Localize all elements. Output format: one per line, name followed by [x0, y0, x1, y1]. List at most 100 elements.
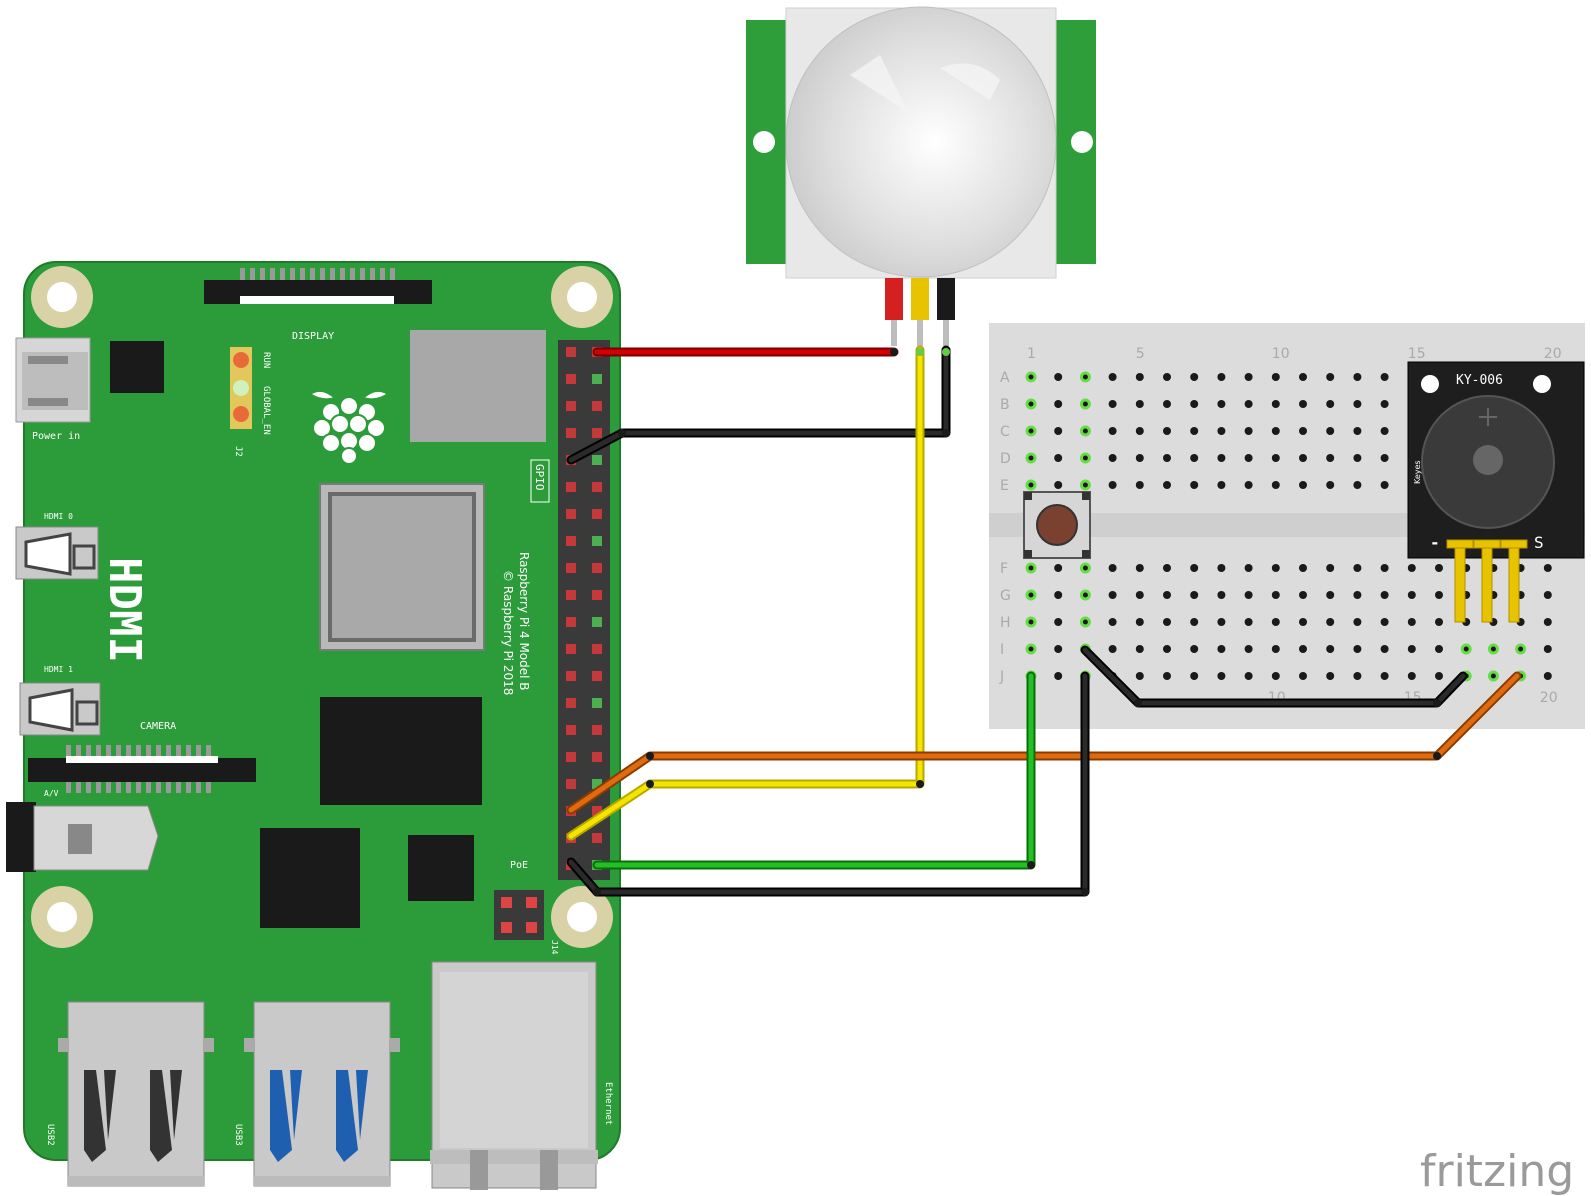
breadboard-row-label: D	[1000, 451, 1011, 467]
gpio-pin	[592, 374, 602, 384]
breadboard-row-label: I	[1000, 642, 1004, 658]
gpio-pin	[566, 401, 576, 411]
breadboard-hole	[1244, 400, 1253, 408]
gpio-pin	[566, 752, 576, 762]
breadboard-hole	[1217, 591, 1226, 599]
breadboard-hole	[1108, 373, 1117, 381]
breadboard-hole	[1271, 427, 1280, 435]
breadboard-hole	[1217, 400, 1226, 408]
gpio-pin	[592, 509, 602, 519]
j14-label: J14	[550, 940, 559, 955]
breadboard-hole	[1435, 618, 1443, 626]
breadboard-hole	[1271, 591, 1280, 599]
breadboard-hole	[1190, 373, 1199, 381]
breadboard-hole	[1163, 454, 1171, 462]
breadboard-hole	[1108, 481, 1117, 489]
breadboard-hole	[1025, 479, 1037, 491]
breadboard-hole	[1380, 481, 1389, 489]
breadboard-row-label: J	[999, 669, 1004, 685]
gpio-pin	[566, 509, 576, 519]
hdmi-0-label: HDMI 0	[44, 512, 73, 521]
gpio-pin	[592, 833, 602, 843]
breadboard-row-label: F	[1000, 561, 1008, 577]
breadboard-hole	[1271, 645, 1280, 653]
breadboard-hole	[1108, 427, 1117, 435]
breadboard-hole	[1217, 564, 1226, 572]
breadboard-hole	[1299, 645, 1307, 653]
breadboard-hole	[1353, 672, 1362, 680]
breadboard-hole	[1135, 645, 1144, 653]
breadboard-hole	[1380, 591, 1389, 599]
gpio-pin	[566, 698, 576, 708]
breadboard-hole	[1515, 643, 1527, 655]
breadboard-hole	[1299, 454, 1307, 462]
breadboard-hole	[1135, 481, 1144, 489]
breadboard-hole	[1190, 618, 1199, 626]
breadboard-hole	[1380, 618, 1389, 626]
breadboard-hole	[1353, 454, 1362, 462]
breadboard-hole	[1353, 618, 1362, 626]
breadboard-hole	[1054, 618, 1063, 626]
gpio-pin	[592, 671, 602, 681]
breadboard-hole	[1108, 645, 1117, 653]
breadboard-hole	[1353, 481, 1362, 489]
push-button[interactable]	[1023, 491, 1091, 559]
breadboard-hole	[1217, 454, 1226, 462]
breadboard-hole	[1487, 643, 1499, 655]
breadboard-hole	[1054, 591, 1063, 599]
breadboard-col-label: 20	[1544, 346, 1562, 362]
breadboard-hole	[1163, 400, 1171, 408]
hdmi-0-port	[15, 526, 99, 580]
breadboard-hole	[1435, 564, 1443, 572]
breadboard-row-label: G	[1000, 588, 1011, 604]
pir-dome	[785, 6, 1057, 278]
breadboard-hole	[1299, 591, 1307, 599]
breadboard-hole	[1326, 564, 1335, 572]
breadboard-hole	[1326, 618, 1335, 626]
breadboard-hole	[1025, 562, 1037, 574]
breadboard-hole	[1163, 373, 1171, 381]
buzzer-module: KY-006 Keyes - S	[1407, 361, 1585, 623]
run-header	[230, 347, 252, 429]
breadboard-hole	[1163, 591, 1171, 599]
breadboard-hole	[1299, 427, 1307, 435]
breadboard-hole	[1108, 591, 1117, 599]
usb-controller-chip	[260, 828, 360, 928]
breadboard-hole	[1163, 672, 1171, 680]
gpio-pin	[592, 563, 602, 573]
breadboard-hole	[1190, 454, 1199, 462]
breadboard-hole	[1271, 454, 1280, 462]
breadboard-hole	[1407, 672, 1416, 680]
gpio-pin	[592, 698, 602, 708]
breadboard-hole	[1487, 670, 1499, 682]
ethernet-label: Ethernet	[603, 1082, 613, 1125]
breadboard-col-label: 15	[1408, 346, 1426, 362]
breadboard-hole	[1054, 672, 1063, 680]
global-en-label: GLOBAL_EN	[261, 386, 271, 435]
breadboard-hole	[1163, 618, 1171, 626]
gpio-pin	[566, 779, 576, 789]
breadboard-hole	[1190, 400, 1199, 408]
breadboard-hole	[1543, 564, 1552, 572]
breadboard-row-label: C	[1000, 424, 1010, 440]
camera-label: CAMERA	[140, 721, 176, 732]
breadboard-hole	[1108, 400, 1117, 408]
breadboard-hole	[1353, 400, 1362, 408]
breadboard-hole	[1135, 427, 1144, 435]
poe-label: PoE	[510, 860, 528, 871]
gpio-label: GPIO	[533, 464, 546, 491]
breadboard-hole	[1079, 425, 1091, 437]
breadboard-hole	[1353, 645, 1362, 653]
breadboard-hole	[1435, 591, 1443, 599]
breadboard-hole	[1326, 591, 1335, 599]
usb3-label: USB3	[233, 1124, 243, 1146]
power-in-label: Power in	[32, 431, 80, 442]
breadboard-hole	[1244, 645, 1253, 653]
raspberry-pi-board: DISPLAY Power in RUN GLOBAL_EN J2	[6, 261, 621, 1190]
gpio-pin	[592, 536, 602, 546]
breadboard-hole	[1407, 618, 1416, 626]
breadboard-hole	[1054, 481, 1063, 489]
breadboard-hole	[1135, 454, 1144, 462]
breadboard-hole	[1108, 564, 1117, 572]
